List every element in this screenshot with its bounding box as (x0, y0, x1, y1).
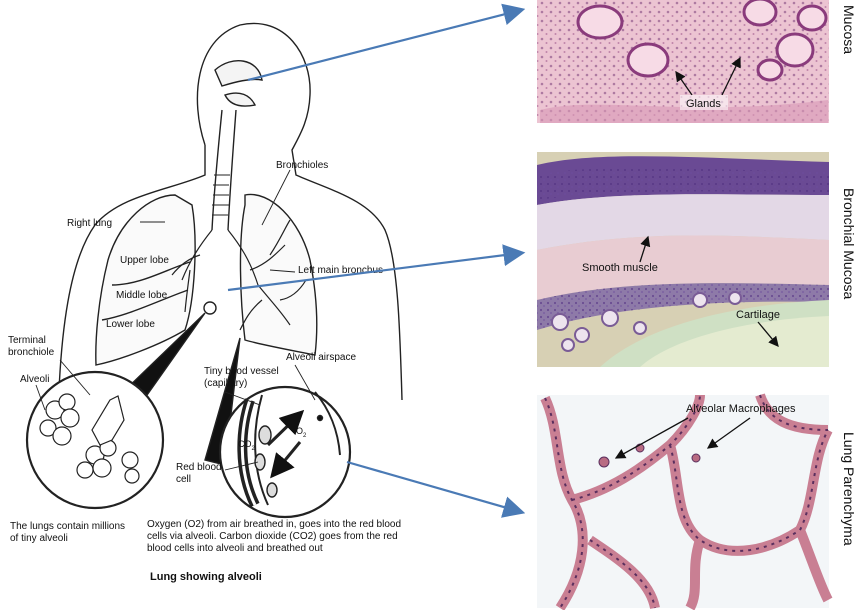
label-alveoli-airspace: Alveoli airspace (286, 352, 356, 363)
label-left-main-bronchus: Left main bronchus (298, 265, 383, 276)
label-bronchioles: Bronchioles (276, 160, 328, 171)
bronchial-mucosa-micrograph: Smooth muscle Cartilage (537, 152, 829, 367)
red-blood-cell (267, 483, 277, 497)
mucosa-micrograph: Glands (537, 0, 829, 123)
label-capillary: (capillary) (204, 378, 247, 389)
side-label-mucosa: Mucosa (841, 5, 857, 54)
gland (744, 0, 776, 25)
caption-oxygen-line3: blood cells into alveoli and breathed ou… (147, 543, 323, 554)
gland (777, 34, 813, 66)
macrophage (599, 457, 609, 467)
annotation-cartilage: Cartilage (736, 309, 780, 321)
red-blood-cell (259, 426, 271, 444)
side-label-lung-parenchyma: Lung Parenchyma (841, 432, 857, 546)
nasal-cavity (215, 61, 262, 106)
gland (628, 44, 668, 76)
side-label-bronchial-mucosa: Bronchial Mucosa (841, 188, 857, 299)
caption-oxygen-line1: Oxygen (O2) from air breathed in, goes i… (147, 519, 401, 530)
arrow-to-parenchyma (347, 462, 521, 512)
diagram-captions: The lungs contain millions of tiny alveo… (10, 519, 401, 583)
caption-lungs-line1: The lungs contain millions (10, 521, 125, 532)
gland (758, 60, 782, 80)
diagram-title: Lung showing alveoli (150, 571, 262, 583)
caption-lungs-line2: of tiny alveoli (10, 533, 68, 544)
label-right-lung: Right lung (67, 218, 112, 229)
label-terminal: Terminal (8, 335, 46, 346)
arrow-to-mucosa (248, 10, 521, 80)
label-tiny-vessel: Tiny bood vessel (204, 366, 279, 377)
lung-parenchyma-micrograph: Alveolar Macrophages (537, 395, 829, 608)
annotation-smooth-muscle: Smooth muscle (582, 262, 658, 274)
trachea (212, 110, 236, 230)
airspace-dot (318, 416, 323, 421)
gland (798, 6, 826, 30)
bronchiole-marker (204, 302, 216, 314)
label-bronchiole: bronchiole (8, 347, 55, 358)
label-middle-lobe: Middle lobe (116, 290, 168, 301)
label-upper-lobe: Upper lobe (120, 255, 169, 266)
annotation-alveolar-macrophages: Alveolar Macrophages (686, 403, 796, 415)
trachea-rings (212, 175, 230, 215)
label-alveoli: Alveoli (20, 374, 49, 385)
label-lower-lobe: Lower lobe (106, 319, 155, 330)
macrophage (692, 454, 700, 462)
label-cell: cell (176, 474, 191, 485)
caption-oxygen-line2: cells via alveoli. Carbon dioxide (CO2) … (147, 531, 398, 542)
annotation-glands: Glands (686, 98, 721, 110)
label-red-blood: Red blood (176, 462, 222, 473)
gland (578, 6, 622, 38)
alveoli-magnified-circle (27, 372, 163, 508)
